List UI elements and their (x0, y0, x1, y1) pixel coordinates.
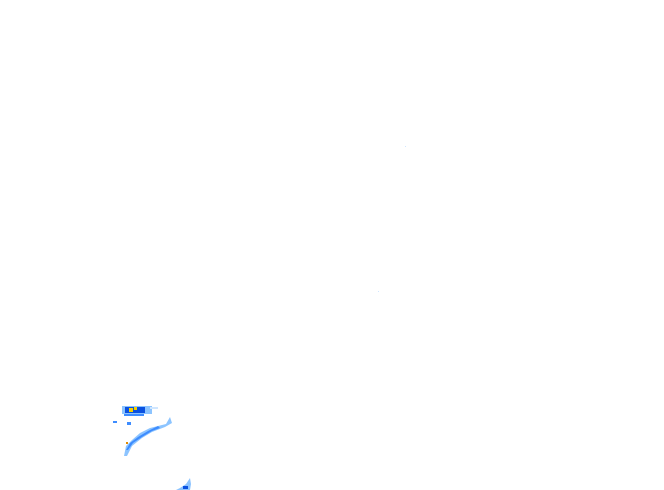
precipitation-pixel (129, 408, 133, 412)
precipitation-pixel (134, 407, 137, 410)
precipitation-cell-north (122, 406, 158, 416)
precipitation-pixel (126, 442, 128, 444)
speck (378, 291, 379, 292)
precipitation-pixel (127, 422, 131, 425)
speck (405, 146, 406, 147)
precipitation-pixel (150, 407, 158, 409)
precipitation-pixel (124, 414, 144, 416)
precipitation-pixel (113, 421, 117, 423)
precipitation-pixel (183, 486, 188, 489)
precipitation-pixel (126, 426, 160, 450)
precipitation-pixel (124, 417, 172, 456)
precipitation-band (113, 417, 172, 456)
precipitation-cell-south (176, 478, 191, 490)
